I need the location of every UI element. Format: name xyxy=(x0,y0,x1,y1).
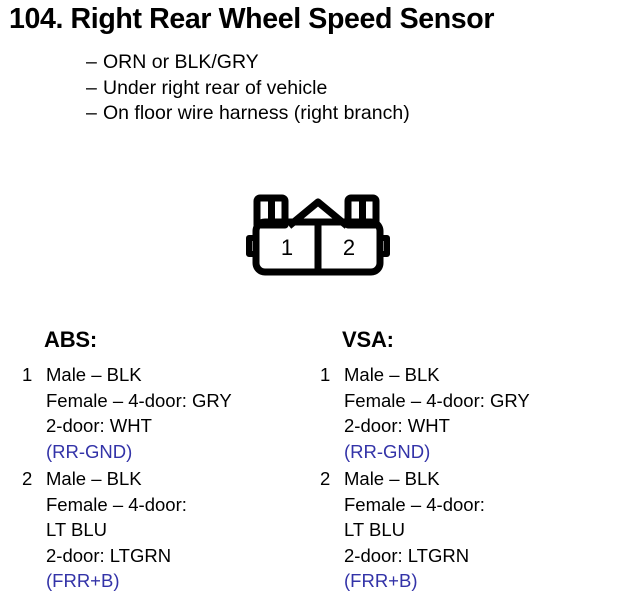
pin-line: 2-door: LTGRN xyxy=(46,544,172,566)
pin-entry: 2 Male – BLK Female – 4-door: LT BLU 2-d… xyxy=(320,466,620,594)
column-heading-abs: ABS: xyxy=(44,327,97,352)
pin-line: Male – BLK xyxy=(344,468,440,489)
pin-detail-lines: Male – BLK Female – 4-door: LT BLU 2-doo… xyxy=(344,466,620,594)
pin-line: Female – 4-door: xyxy=(344,493,485,515)
right-lock-tab-slot xyxy=(359,200,366,222)
pin-detail-lines: Male – BLK Female – 4-door: GRY 2-door: … xyxy=(344,362,620,464)
pin-table-vsa: VSA: 1 Male – BLK Female – 4-door: GRY 2… xyxy=(320,327,620,596)
page-title: 104. Right Rear Wheel Speed Sensor xyxy=(9,3,495,35)
description-item: – ORN or BLK/GRY xyxy=(86,50,566,76)
pin-line: 2-door: LTGRN xyxy=(344,544,470,566)
pin-number-1: 1 xyxy=(281,235,293,260)
pin-line: Female – 4-door: GRY xyxy=(344,389,530,411)
pin-number: 1 xyxy=(22,364,33,385)
pin-line: Male – BLK xyxy=(46,364,142,385)
description-text: On floor wire harness (right branch) xyxy=(103,102,410,124)
pin-line: LT BLU xyxy=(344,519,406,540)
dash-marker: – xyxy=(86,102,97,124)
dash-marker: – xyxy=(86,51,97,73)
pin-signal-name: (FRR+B) xyxy=(46,570,120,591)
pin-entry: 2 Male – BLK Female – 4-door: LT BLU 2-d… xyxy=(22,466,322,594)
pin-line: 2-door: WHT xyxy=(344,415,450,436)
pin-signal-name: (FRR+B) xyxy=(344,570,418,591)
description-text: Under right rear of vehicle xyxy=(103,76,328,99)
dash-marker: – xyxy=(86,76,97,99)
pin-entry: 1 Male – BLK Female – 4-door: GRY 2-door… xyxy=(320,362,620,464)
pin-number: 2 xyxy=(320,468,331,489)
pin-line: Female – 4-door: xyxy=(46,493,187,515)
pin-line: LT BLU xyxy=(46,519,108,540)
pin-detail-lines: Male – BLK Female – 4-door: LT BLU 2-doo… xyxy=(46,466,322,594)
description-item: – On floor wire harness (right branch) xyxy=(86,101,566,127)
pin-number-2: 2 xyxy=(343,235,355,260)
pin-entry: 1 Male – BLK Female – 4-door: GRY 2-door… xyxy=(22,362,322,464)
left-lock-tab-slot xyxy=(268,200,275,222)
pin-signal-name: (RR-GND) xyxy=(344,440,431,462)
description-text: ORN or BLK/GRY xyxy=(103,51,259,73)
pin-line: 2-door: WHT xyxy=(46,415,152,436)
center-keying-peak xyxy=(286,198,350,229)
pin-number: 1 xyxy=(320,364,331,385)
pin-line: Female – 4-door: GRY xyxy=(46,389,232,411)
pin-signal-name: (RR-GND) xyxy=(46,440,133,462)
description-list: – ORN or BLK/GRY – Under right rear of v… xyxy=(86,50,566,127)
pin-table-abs: ABS: 1 Male – BLK Female – 4-door: GRY 2… xyxy=(22,327,322,596)
pin-number: 2 xyxy=(22,468,33,489)
pin-detail-lines: Male – BLK Female – 4-door: GRY 2-door: … xyxy=(46,362,322,464)
description-item: – Under right rear of vehicle xyxy=(86,76,566,102)
column-heading-vsa: VSA: xyxy=(342,327,394,352)
pin-line: Male – BLK xyxy=(46,468,142,489)
connector-diagram: 1 2 xyxy=(246,192,390,276)
pin-line: Male – BLK xyxy=(344,364,440,385)
